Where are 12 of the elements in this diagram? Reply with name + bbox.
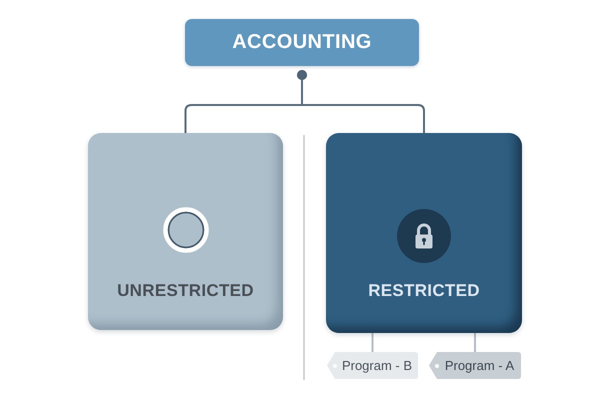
connector-line <box>372 333 374 352</box>
program-tag <box>327 352 418 379</box>
header-box: ACCOUNTING <box>185 19 419 66</box>
connector-line <box>474 333 476 352</box>
connector-line <box>297 70 425 133</box>
card-label: RESTRICTED <box>368 281 480 301</box>
tag-label: Program - A <box>444 358 514 374</box>
card-label: UNRESTRICTED <box>117 281 254 301</box>
category-card <box>88 133 283 330</box>
tag-label: Program - B <box>342 358 412 374</box>
category-card <box>326 133 522 333</box>
program-tag <box>429 352 521 379</box>
